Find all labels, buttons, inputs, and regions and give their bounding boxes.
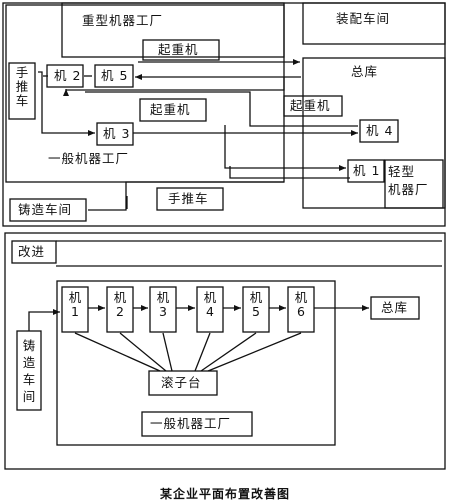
b-warehouse-label: 总库 <box>381 300 409 315</box>
crane-right-box <box>283 95 343 117</box>
machine-1-label: 机 1 <box>353 163 381 178</box>
b-machine-2-label: 机2 <box>113 290 127 319</box>
heavy-factory-label: 重型机器工厂 <box>82 13 164 28</box>
b-machine-2-box <box>106 286 134 333</box>
b-general-factory-label: 一般机器工厂 <box>150 416 232 431</box>
b-machine-3-box <box>149 286 177 333</box>
improved-box <box>11 240 57 264</box>
assembly-shop-box <box>302 2 446 45</box>
diagram-caption: 某企业平面布置改善图 <box>159 487 290 501</box>
machine-4-label: 机 4 <box>366 123 394 138</box>
hand-cart-bottom-label: 手推车 <box>168 191 209 206</box>
b-machine-5-box <box>242 286 270 333</box>
b-machine-1-label: 机1 <box>68 290 82 319</box>
crane-top-label: 起重机 <box>158 42 199 57</box>
warehouse-label: 总库 <box>351 64 379 79</box>
b-machine-1-box <box>61 286 89 333</box>
b-machine-5-label: 机5 <box>249 290 263 319</box>
top-outer-frame <box>2 2 446 227</box>
hand-cart-side-box <box>8 62 36 120</box>
light-factory-box <box>384 159 444 209</box>
crane-right-label: 起重机 <box>290 98 331 113</box>
heavy-factory-box <box>61 2 285 58</box>
bottom-outer-frame <box>4 232 446 470</box>
roller-table-box <box>148 370 218 396</box>
b-machine-3-label: 机3 <box>156 290 170 319</box>
crane-mid-label: 起重机 <box>150 102 191 117</box>
b-machine-4-box <box>196 286 224 333</box>
crane-mid-box <box>139 98 207 122</box>
hand-cart-bottom-box <box>156 187 224 211</box>
machine-5-box <box>94 64 134 88</box>
warehouse-bottom-box <box>370 296 420 320</box>
b-machine-6-box <box>287 286 315 333</box>
improved-label: 改进 <box>18 244 46 259</box>
b-machine-6-label: 机6 <box>294 290 308 319</box>
roller-table-label: 滚子台 <box>161 375 202 390</box>
machine-5-label: 机 5 <box>101 68 129 83</box>
foundry-label: 铸造车间 <box>18 202 73 217</box>
machine-4-box <box>359 119 399 143</box>
general-factory-label-box <box>141 411 253 437</box>
b-machine-4-label: 机4 <box>203 290 217 319</box>
machine-2-label: 机 2 <box>54 68 82 83</box>
crane-top-box <box>142 39 220 61</box>
machine-3-box <box>96 122 134 146</box>
machine-1-box <box>347 159 385 183</box>
hand-cart-side-label: 手推车 <box>15 65 29 108</box>
general-factory-label: 一般机器工厂 <box>48 151 130 166</box>
machine-3-label: 机 3 <box>103 126 131 141</box>
b-foundry-label: 铸造车间 <box>22 338 36 404</box>
general-factory-bottom-box <box>56 280 336 446</box>
light-factory-label: 轻型 机器厂 <box>388 164 429 197</box>
assembly-shop-label: 装配车间 <box>336 11 391 26</box>
foundry-box <box>9 198 87 222</box>
